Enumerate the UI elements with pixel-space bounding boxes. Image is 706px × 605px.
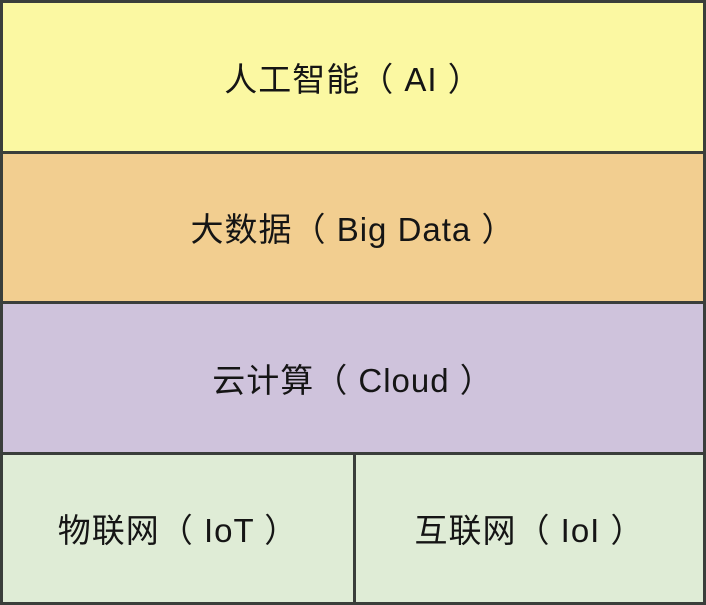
layer-ai: 人工智能（ AI ） (3, 3, 703, 151)
layer-cloud: 云计算（ Cloud ） (3, 301, 703, 452)
layer-networks: 物联网（ IoT ） 互联网（ IoI ） (3, 451, 703, 603)
cell-internet: 互联网（ IoI ） (353, 454, 703, 602)
layer-ai-label: 人工智能（ AI ） (224, 60, 482, 98)
layer-cloud-label: 云计算（ Cloud ） (212, 361, 494, 399)
cell-iot: 物联网（ IoT ） (3, 455, 353, 603)
cell-iot-label: 物联网（ IoT ） (57, 512, 299, 550)
layer-big-data: 大数据（ Big Data ） (3, 150, 703, 301)
layer-big-data-label: 大数据（ Big Data ） (190, 211, 516, 249)
cell-internet-label: 互联网（ IoI ） (414, 512, 645, 550)
